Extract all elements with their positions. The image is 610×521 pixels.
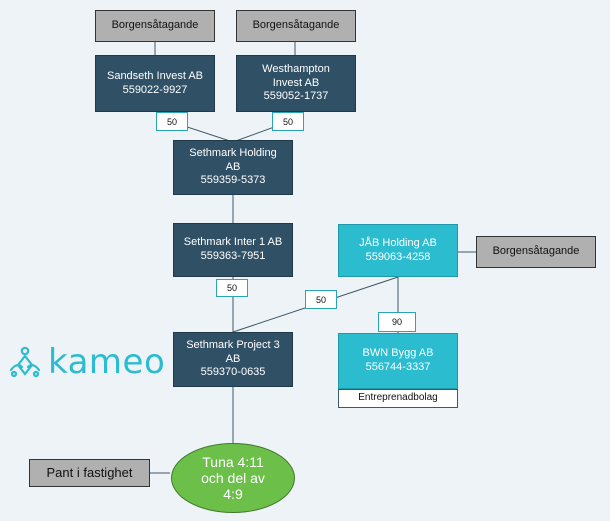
guarantee-box-jab: Borgensåtagande — [476, 236, 596, 268]
company-name-line1: Sethmark Holding — [189, 146, 277, 159]
ownership-jab-bwn: 90 — [378, 312, 416, 332]
property-node: Tuna 4:11 och del av 4:9 — [171, 443, 295, 513]
company-bwn-bygg: BWN Bygg AB 556744-3337 — [338, 333, 458, 389]
ownership-value: 50 — [166, 116, 177, 127]
property-line3: 4:9 — [223, 486, 243, 503]
company-role: Entreprenadbolag — [358, 392, 438, 404]
kameo-logo-icon — [9, 346, 41, 378]
company-sethmark-holding: Sethmark Holding AB 559359-5373 — [173, 140, 293, 195]
company-name-line1: Westhampton — [262, 62, 330, 75]
property-line1: Tuna 4:11 — [202, 453, 264, 470]
ownership-jab-project: 50 — [305, 290, 337, 309]
company-name: BWN Bygg AB — [362, 347, 434, 360]
ownership-sandseth-holding: 50 — [156, 112, 188, 131]
company-org-number: 559063-4258 — [365, 250, 431, 263]
company-name: Sethmark Inter 1 AB — [183, 236, 283, 249]
company-westhampton: Westhampton Invest AB 559052-1737 — [236, 55, 356, 112]
kameo-logo: kameo — [8, 342, 165, 382]
company-name-line2: AB — [225, 352, 241, 365]
ownership-westhampton-holding: 50 — [272, 112, 304, 131]
property-line2: och del av — [201, 469, 265, 486]
ownership-inter-project: 50 — [216, 279, 248, 297]
company-sethmark-inter: Sethmark Inter 1 AB 559363-7951 — [173, 223, 293, 277]
company-jab-holding: JÅB Holding AB 559063-4258 — [338, 224, 458, 277]
company-org-number: 559022-9927 — [122, 83, 188, 96]
ownership-value: 50 — [315, 294, 326, 305]
company-name-line1: Sethmark Project 3 — [186, 338, 280, 351]
company-name: Sandseth Invest AB — [106, 69, 203, 82]
company-name-line2: Invest AB — [272, 76, 320, 89]
kameo-logo-text: kameo — [48, 342, 166, 382]
company-sandseth: Sandseth Invest AB 559022-9927 — [95, 55, 215, 112]
company-org-number: 556744-3337 — [365, 361, 431, 373]
guarantee-box-westhampton: Borgensåtagande — [236, 10, 356, 42]
guarantee-label: Borgensåtagande — [252, 19, 340, 32]
company-name-line2: AB — [225, 160, 241, 173]
company-sethmark-project: Sethmark Project 3 AB 559370-0635 — [173, 332, 293, 387]
pledge-box: Pant i fastighet — [29, 459, 150, 487]
company-role-label: Entreprenadbolag — [338, 389, 458, 408]
company-org-number: 559359-5373 — [200, 174, 266, 187]
company-org-number: 559370-0635 — [200, 366, 266, 379]
company-name: JÅB Holding AB — [359, 236, 437, 249]
ownership-value: 90 — [391, 317, 402, 327]
guarantee-label: Borgensåtagande — [111, 19, 199, 32]
guarantee-label: Borgensåtagande — [492, 245, 580, 258]
ownership-value: 50 — [282, 116, 293, 127]
guarantee-box-sandseth: Borgensåtagande — [95, 10, 215, 42]
company-org-number: 559363-7951 — [200, 250, 266, 262]
pledge-label: Pant i fastighet — [46, 464, 133, 480]
company-org-number: 559052-1737 — [263, 90, 329, 103]
ownership-value: 50 — [226, 283, 237, 293]
